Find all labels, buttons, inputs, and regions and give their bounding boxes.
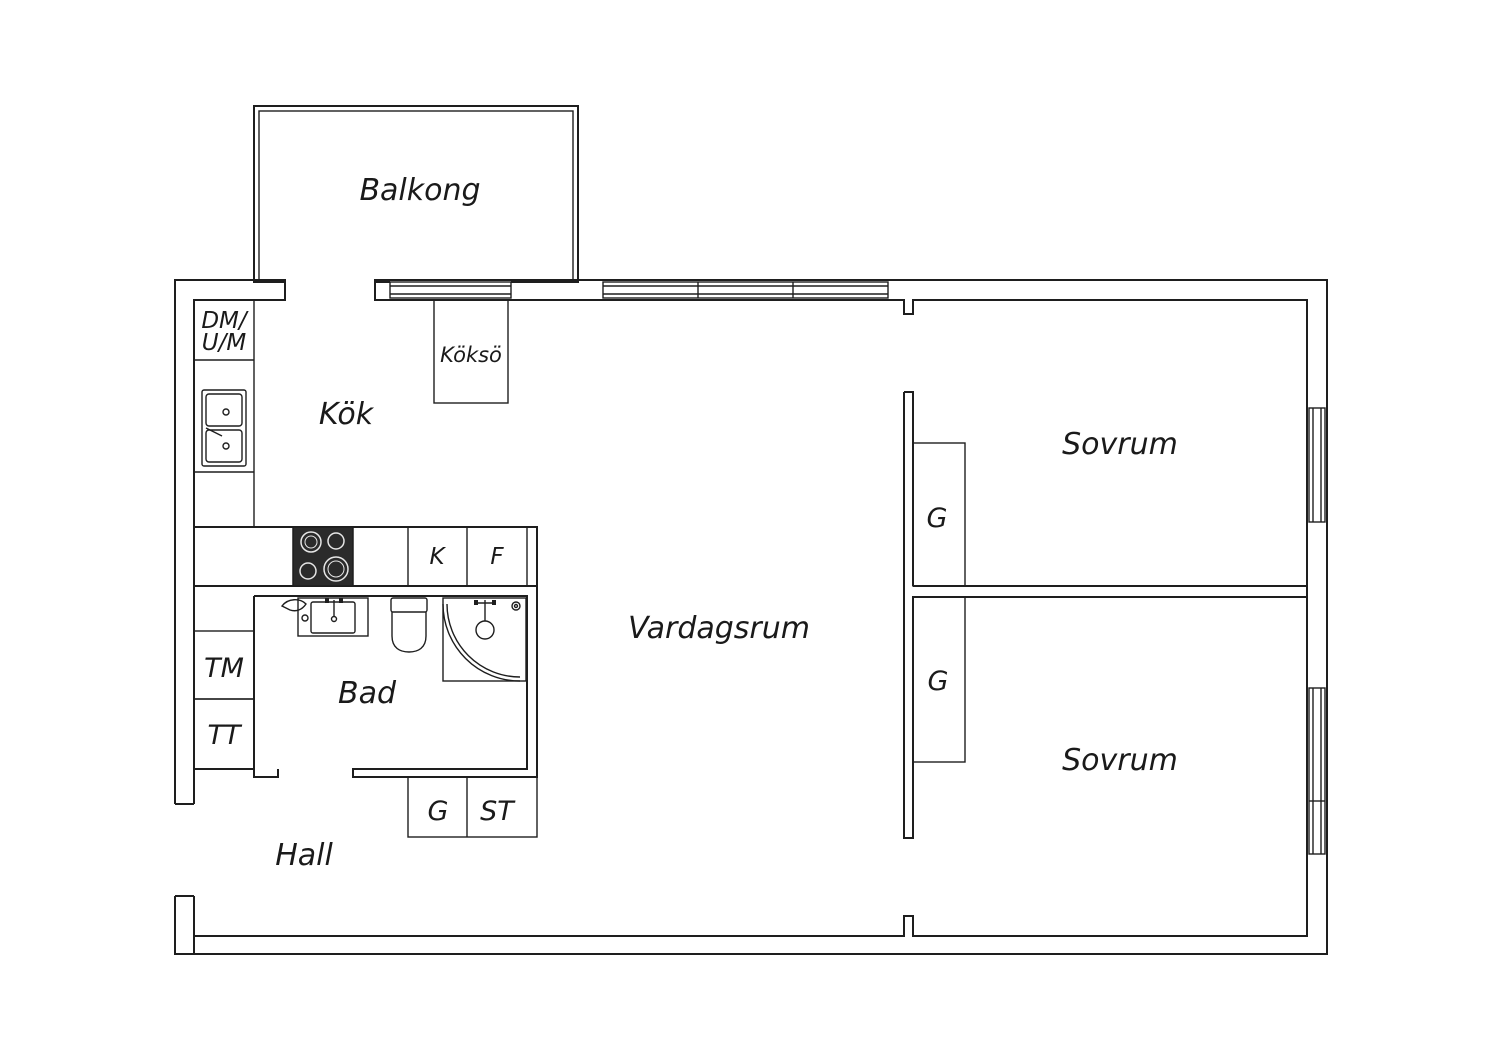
label-dm: DM/: [201, 308, 249, 334]
label-g-hall: G: [428, 796, 449, 827]
outer-walls: [172, 277, 1328, 955]
window-bedroom-1: [1308, 407, 1326, 523]
label-um: U/M: [202, 330, 247, 356]
washbasin-icon: [280, 597, 369, 637]
wardrobe-bedroom-2: [912, 596, 966, 763]
label-sovrum-1: Sovrum: [1062, 427, 1178, 462]
label-k: K: [429, 544, 446, 570]
kitchen-counter-bottom: [193, 526, 538, 587]
label-koksö: Köksö: [440, 343, 502, 367]
label-hall: Hall: [275, 838, 333, 873]
shower-icon: [442, 597, 527, 682]
window-kitchen: [389, 281, 512, 299]
label-bad: Bad: [338, 676, 397, 711]
label-g-bedroom-2: G: [928, 666, 949, 697]
window-living-room: [602, 281, 889, 299]
label-g-bedroom-1: G: [927, 503, 948, 534]
toilet-icon: [390, 597, 428, 653]
laundry-units: [193, 630, 255, 770]
label-tm: TM: [204, 653, 244, 684]
label-sovrum-2: Sovrum: [1062, 743, 1178, 778]
label-balkong: Balkong: [359, 173, 480, 208]
stove-icon: [292, 526, 354, 587]
window-bedroom-2: [1308, 687, 1326, 855]
kitchen-counter-left: [194, 299, 255, 527]
wardrobe-bedroom-1: [912, 442, 966, 587]
label-vardagsrum: Vardagsrum: [628, 611, 810, 646]
hall-closets: [407, 776, 538, 838]
label-kok: Kök: [319, 397, 375, 432]
label-f: F: [490, 544, 504, 570]
kitchen-sink-icon: [201, 389, 247, 467]
kitchen-island: [433, 299, 509, 404]
label-tt: TT: [208, 720, 243, 751]
label-st: ST: [480, 796, 516, 827]
